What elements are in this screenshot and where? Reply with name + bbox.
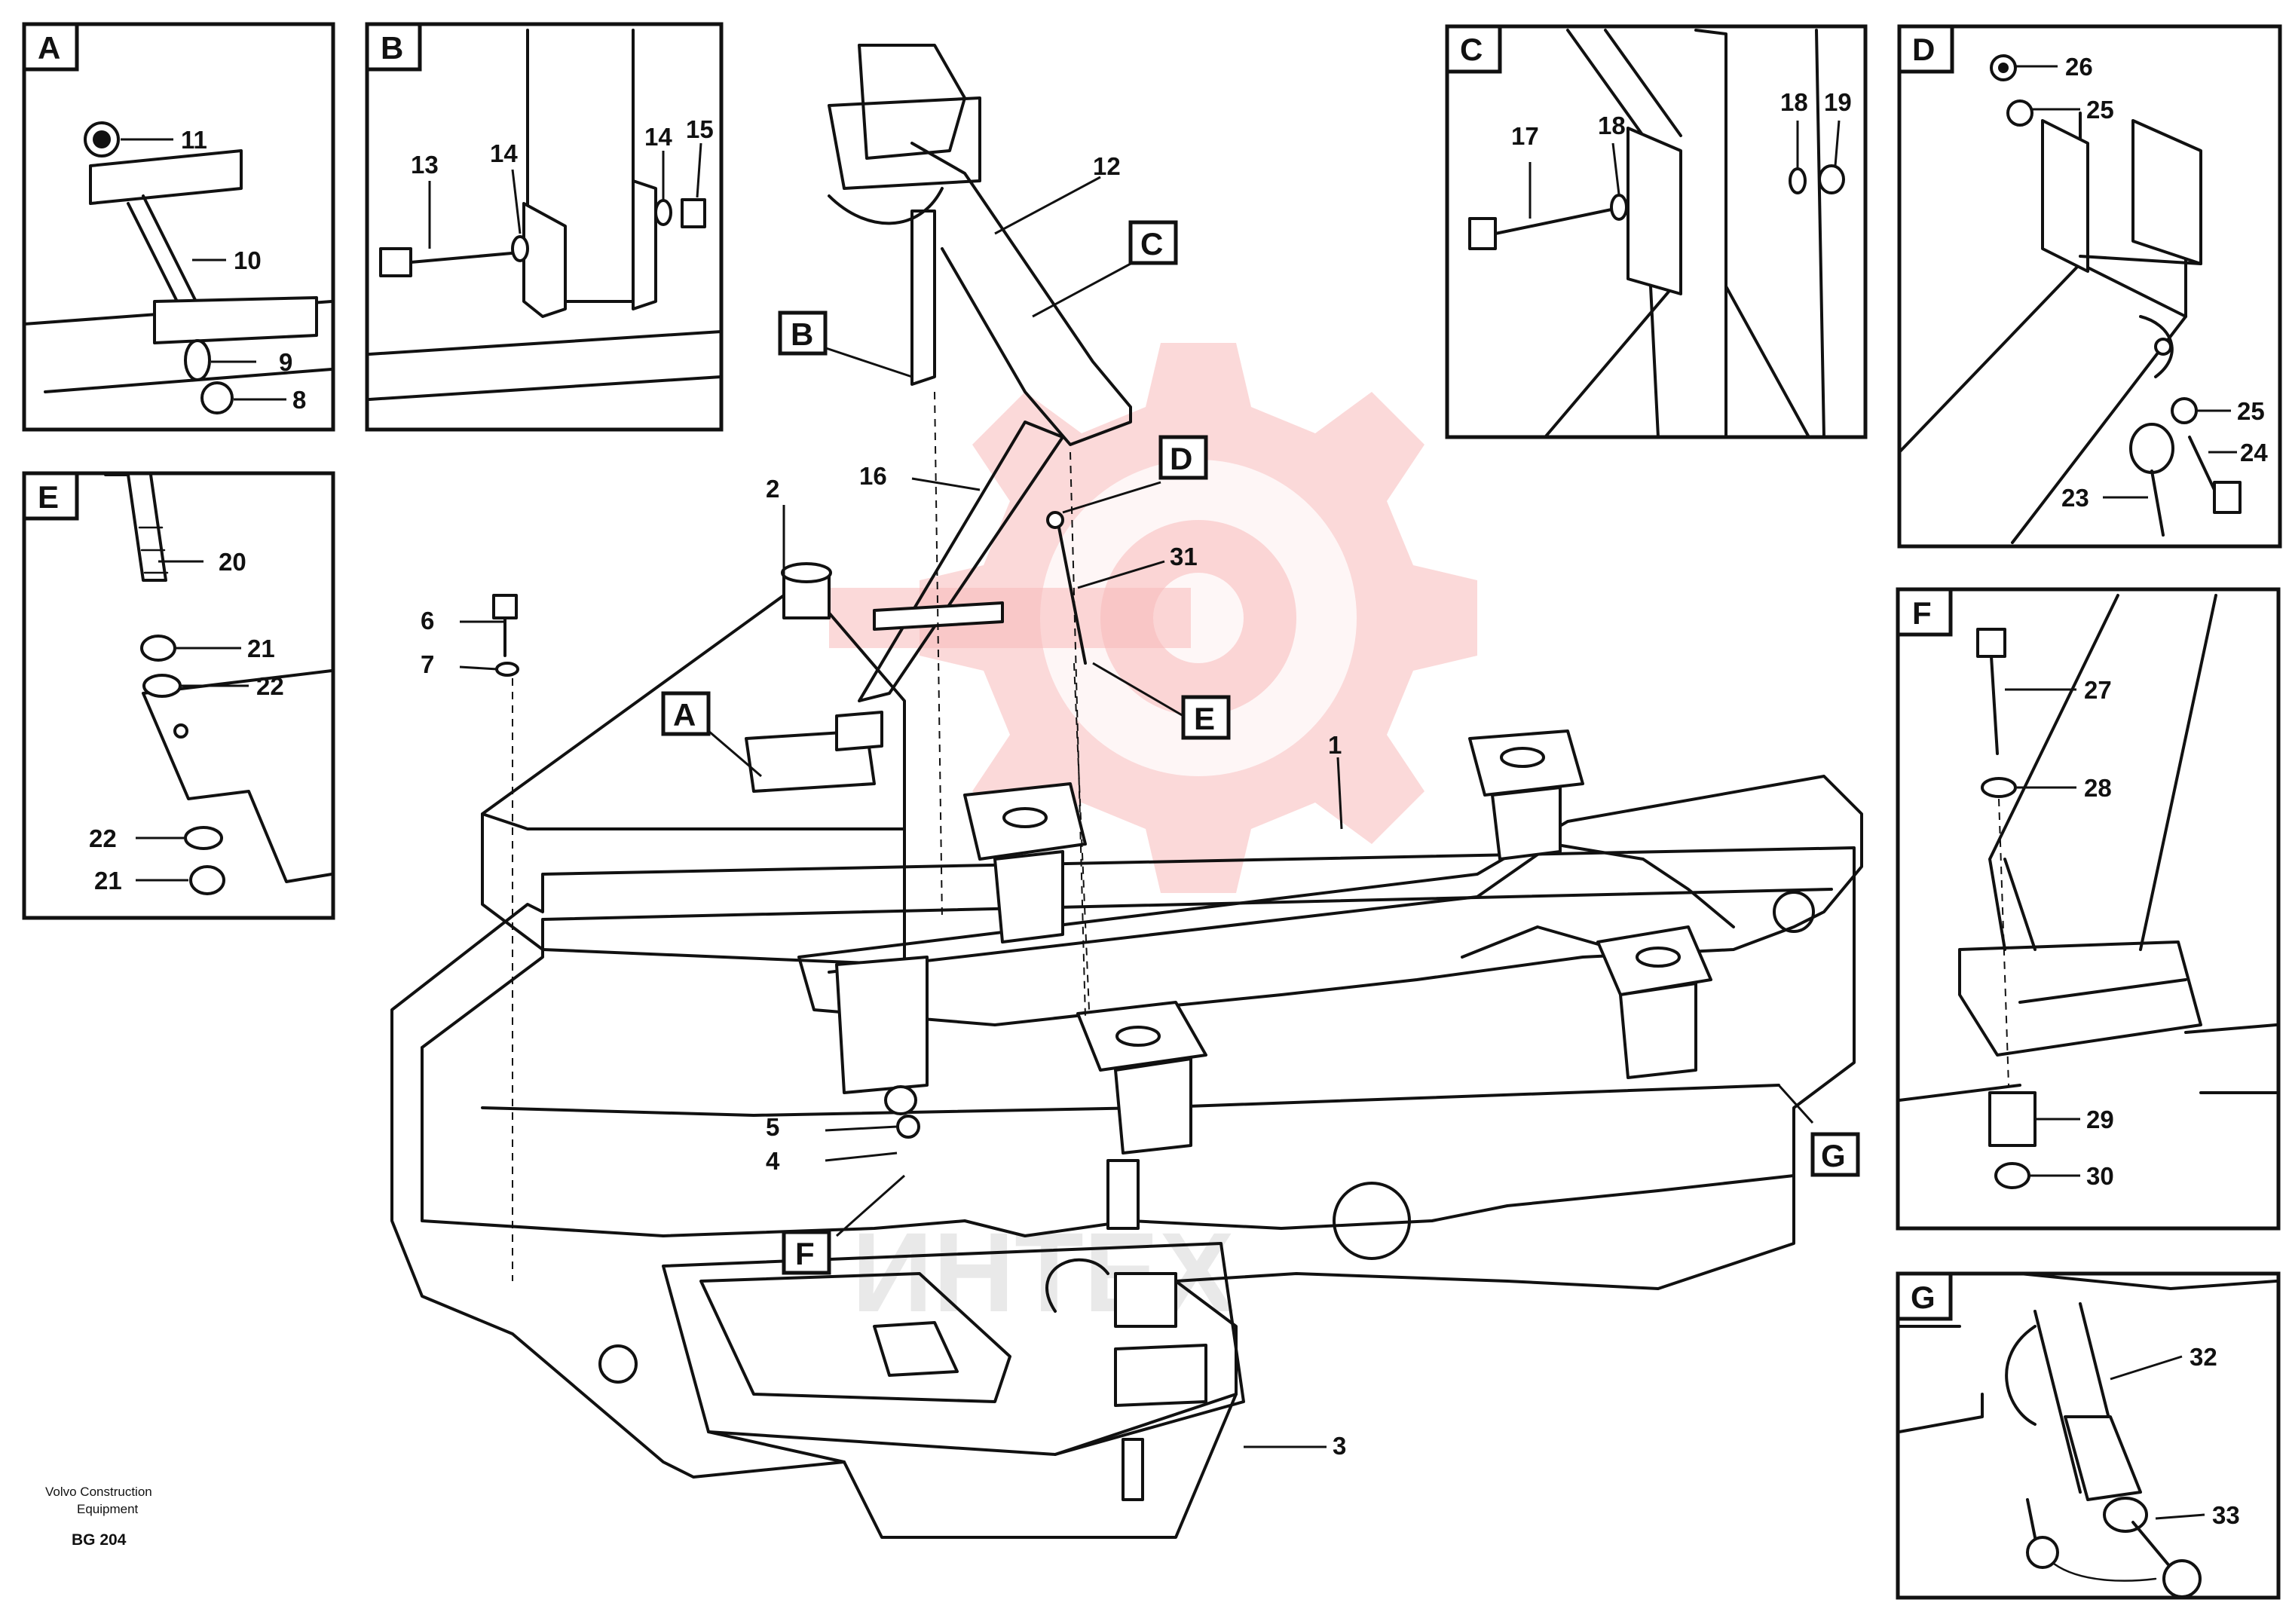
- part-11: 11: [181, 126, 207, 154]
- part-17: 17: [1511, 122, 1539, 150]
- svg-text:E: E: [1194, 701, 1215, 736]
- callout-5: 5: [766, 1113, 779, 1141]
- main-callout-leaders: [459, 176, 1814, 1448]
- svg-text:A: A: [673, 697, 696, 732]
- main-assembly-drawing: [390, 44, 1863, 1539]
- part-9: 9: [279, 348, 292, 376]
- part-20: 20: [219, 548, 246, 576]
- svg-text:G: G: [1911, 1280, 1936, 1315]
- part-14b: 14: [644, 123, 672, 151]
- callout-16: 16: [859, 462, 887, 490]
- callout-3: 3: [1333, 1432, 1346, 1460]
- part-21b: 21: [94, 867, 122, 895]
- main-callout-numbers: 2 1 3 4 5 6 7 12 16 31: [421, 152, 1346, 1460]
- marker-d: D: [1158, 435, 1208, 480]
- footer-brand-line2: Equipment: [77, 1502, 139, 1516]
- footer-brand-line1: Volvo Construction: [45, 1485, 152, 1499]
- part-26: 26: [2065, 53, 2093, 81]
- detail-view-c: C 17 18 18 19: [1445, 24, 1868, 439]
- callout-4: 4: [766, 1147, 780, 1175]
- detail-view-b: B 13 14 14 15: [365, 22, 724, 432]
- marker-c: C: [1128, 220, 1178, 265]
- footer-legend: Volvo Construction Equipment BG 204: [45, 1485, 152, 1549]
- marker-g: G: [1810, 1132, 1860, 1177]
- svg-text:F: F: [795, 1236, 815, 1271]
- part-22a: 22: [256, 672, 284, 700]
- svg-text:D: D: [1170, 441, 1192, 476]
- part-15: 15: [686, 115, 714, 143]
- part-18b: 18: [1780, 88, 1808, 116]
- svg-text:B: B: [381, 30, 403, 66]
- marker-f: F: [782, 1230, 831, 1275]
- part-25b: 25: [2237, 397, 2265, 425]
- main-view-markers: A B C D E F G: [661, 220, 1860, 1275]
- svg-text:E: E: [38, 479, 59, 515]
- detail-view-e: E 20 21 22 22 21: [22, 471, 335, 920]
- part-25a: 25: [2086, 96, 2114, 124]
- part-28: 28: [2084, 774, 2112, 802]
- watermark-gear-logo: [829, 343, 1477, 893]
- part-19: 19: [1824, 88, 1852, 116]
- svg-text:B: B: [791, 317, 813, 352]
- callout-2: 2: [766, 475, 779, 503]
- part-24: 24: [2240, 439, 2268, 466]
- svg-text:A: A: [38, 30, 60, 66]
- footer-drawing-code: BG 204: [72, 1531, 127, 1549]
- part-32: 32: [2190, 1343, 2217, 1371]
- svg-text:C: C: [1140, 226, 1163, 261]
- part-22b: 22: [89, 824, 117, 852]
- detail-view-d: D 26 25 25 24 23: [1897, 24, 2282, 549]
- svg-text:C: C: [1460, 32, 1483, 67]
- svg-text:F: F: [1912, 595, 1932, 631]
- part-30: 30: [2086, 1162, 2114, 1190]
- svg-text:G: G: [1821, 1138, 1846, 1173]
- callout-1: 1: [1328, 731, 1342, 759]
- part-21a: 21: [247, 635, 275, 662]
- marker-a: A: [661, 691, 711, 736]
- callout-7: 7: [421, 650, 434, 678]
- part-13: 13: [411, 151, 439, 179]
- part-27: 27: [2084, 676, 2112, 704]
- callout-12: 12: [1093, 152, 1121, 180]
- callout-6: 6: [421, 607, 434, 635]
- part-10: 10: [234, 246, 262, 274]
- callout-31: 31: [1170, 543, 1198, 570]
- detail-view-a: A 11 10 9 8: [22, 22, 335, 432]
- svg-text:D: D: [1912, 32, 1935, 67]
- part-23: 23: [2061, 484, 2089, 512]
- detail-view-f: F 27 28 29 30: [1896, 587, 2281, 1231]
- marker-e: E: [1181, 695, 1231, 740]
- part-8: 8: [292, 386, 306, 414]
- part-29: 29: [2086, 1106, 2114, 1133]
- part-33: 33: [2212, 1501, 2240, 1529]
- marker-b: B: [778, 310, 828, 356]
- part-18a: 18: [1598, 112, 1626, 139]
- detail-view-g: G 32 33: [1896, 1271, 2281, 1600]
- part-14a: 14: [490, 139, 518, 167]
